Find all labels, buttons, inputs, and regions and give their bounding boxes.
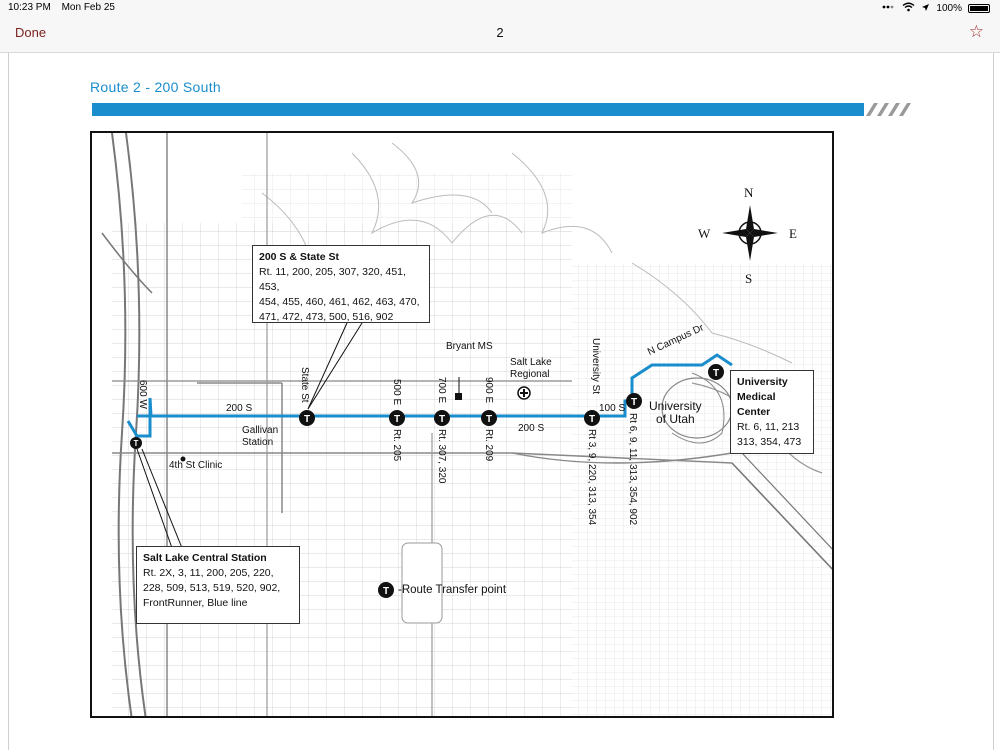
svg-text:T: T bbox=[304, 414, 310, 425]
hospital-icon bbox=[517, 386, 531, 400]
label-700e: 700 E bbox=[436, 377, 447, 404]
wifi-icon bbox=[902, 2, 915, 15]
label-bryant: Bryant MS bbox=[446, 341, 493, 352]
callout-title: 200 S & State St bbox=[259, 251, 339, 263]
label-gallivan: Gallivan Station bbox=[242, 425, 279, 448]
callout-state-st: 200 S & State St Rt. 11, 200, 205, 307, … bbox=[252, 245, 430, 323]
callout-central-station: Salt Lake Central Station Rt. 2X, 3, 11,… bbox=[136, 546, 300, 624]
callout-medical-center: University Medical Center Rt. 6, 11, 213… bbox=[730, 370, 814, 454]
label-state-st: State St bbox=[299, 367, 310, 403]
battery-icon bbox=[968, 4, 990, 13]
school-icon bbox=[455, 377, 462, 400]
page-title: Route 2 - 200 South bbox=[90, 79, 222, 95]
clinic-dot bbox=[180, 456, 186, 462]
svg-text:T: T bbox=[486, 414, 492, 425]
label-uofu: University of Utah bbox=[649, 399, 702, 426]
compass-east: E bbox=[789, 226, 797, 241]
svg-text:T: T bbox=[394, 414, 400, 425]
label-university-st: University St bbox=[590, 338, 601, 395]
label-200s-west: 200 S bbox=[226, 403, 253, 414]
battery-percent: 100% bbox=[936, 3, 962, 14]
label-rt205: Rt. 205 bbox=[391, 429, 402, 462]
nav-bar: Done 2 ☆ bbox=[0, 16, 1000, 53]
label-100s: 100 S bbox=[599, 403, 626, 414]
legend-transfer-point: -Route Transfer point bbox=[398, 584, 507, 596]
svg-text:T: T bbox=[134, 439, 139, 448]
status-date: Mon Feb 25 bbox=[61, 2, 115, 13]
label-rt3: Rt 3, 9, 220, 313, 354 bbox=[586, 429, 597, 526]
label-500e: 500 E bbox=[391, 379, 402, 406]
svg-text:T: T bbox=[439, 414, 445, 425]
status-time: 10:23 PM bbox=[8, 2, 51, 13]
star-icon[interactable]: ☆ bbox=[968, 22, 984, 41]
svg-text:T: T bbox=[713, 368, 719, 379]
cellular-icon bbox=[882, 3, 896, 14]
svg-text:T: T bbox=[631, 397, 637, 408]
label-clinic: 4th St Clinic bbox=[169, 460, 223, 471]
compass-south: S bbox=[745, 271, 753, 286]
svg-text:T: T bbox=[589, 414, 595, 425]
status-bar: 10:23 PM Mon Feb 25 100% bbox=[0, 0, 1000, 16]
compass-west: W bbox=[698, 226, 711, 241]
route-map: T T T T T T T T T N S E W bbox=[90, 131, 834, 718]
svg-text:T: T bbox=[383, 586, 389, 597]
done-button[interactable]: Done bbox=[15, 25, 47, 40]
label-rt6: Rt 6, 9, 11, 313, 354, 902 bbox=[627, 413, 638, 526]
label-regional: Salt Lake Regional bbox=[510, 357, 552, 380]
street-grid: T T T T T T T T T bbox=[101, 133, 832, 716]
label-200s-east: 200 S bbox=[518, 423, 545, 434]
title-rule-stripes bbox=[866, 103, 911, 116]
compass-icon bbox=[722, 205, 778, 261]
page-number: 2 bbox=[496, 25, 504, 40]
title-rule bbox=[92, 103, 864, 116]
label-600w: 600 W bbox=[137, 380, 148, 409]
label-900e: 900 E bbox=[483, 377, 494, 404]
label-rt307: Rt. 307, 320 bbox=[436, 429, 447, 484]
callout-title: Salt Lake Central Station bbox=[143, 552, 267, 564]
transfer-icon bbox=[130, 364, 724, 598]
compass-north: N bbox=[744, 185, 754, 200]
label-rt209: Rt. 209 bbox=[483, 429, 494, 462]
location-arrow-icon bbox=[921, 3, 930, 15]
